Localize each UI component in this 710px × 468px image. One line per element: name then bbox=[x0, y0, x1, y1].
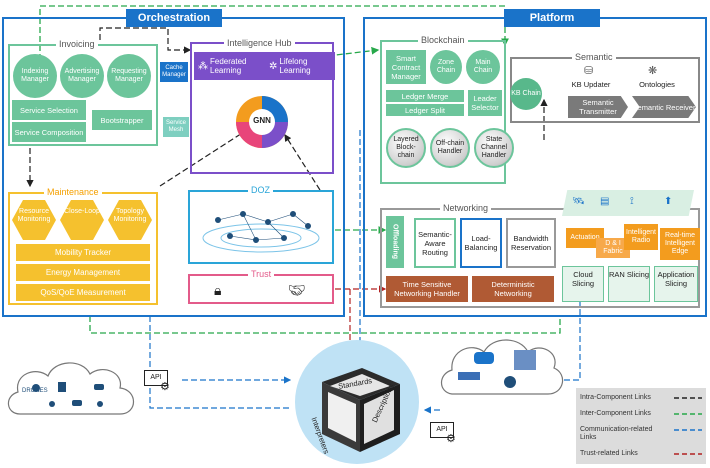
antenna-icon: ⟟ bbox=[630, 196, 634, 207]
dai-fabric[interactable]: D & I Fabric bbox=[596, 238, 630, 258]
legend-intra: Intra-Component Links bbox=[580, 394, 651, 401]
service-selection[interactable]: Service Selection bbox=[12, 100, 86, 120]
legend-communication: Communication-related Links bbox=[580, 426, 670, 442]
layered-blockchain[interactable]: Layered Block-chain bbox=[386, 128, 426, 168]
iot-cloud-left bbox=[7, 362, 135, 415]
gnn-wheel bbox=[236, 96, 288, 148]
maintenance-label: Maintenance bbox=[44, 187, 102, 198]
iot-cloud-right bbox=[440, 339, 564, 395]
application-slicing[interactable]: Application Slicing bbox=[654, 266, 698, 302]
realtime-intelligent-edge[interactable]: Real-time Intelligent Edge bbox=[660, 228, 700, 260]
orchestration-title: Orchestration bbox=[126, 9, 222, 27]
gear-icon-right: ⚙ bbox=[446, 433, 456, 445]
zone-chain[interactable]: Zone Chain bbox=[430, 50, 462, 84]
application-slicing-label: Application Slicing bbox=[657, 270, 695, 288]
infrastructure-strip bbox=[562, 190, 694, 216]
tsn-handler[interactable]: Time Sensitive Networking Handler bbox=[386, 276, 468, 302]
api-right-label: API bbox=[436, 426, 448, 433]
legend-inter-label: Inter-Component Links bbox=[580, 410, 651, 417]
close-loop[interactable]: Close-Loop bbox=[60, 200, 104, 240]
gear-icon-left: ⚙ bbox=[160, 381, 170, 393]
lock-icon: 🔒︎ bbox=[214, 282, 222, 298]
bootstrapper[interactable]: Bootstrapper bbox=[92, 110, 152, 130]
intelligent-radio[interactable]: Intelligent Radio bbox=[624, 224, 658, 250]
main-chain[interactable]: Main Chain bbox=[466, 50, 500, 84]
smart-contract-manager[interactable]: Smart Contract Manager bbox=[386, 50, 426, 84]
intra-link-invoicing-hub bbox=[99, 27, 192, 54]
load-balancing[interactable]: Load-Balancing bbox=[460, 218, 502, 268]
semantic-label: Semantic bbox=[572, 52, 616, 63]
legend bbox=[576, 388, 706, 464]
legend-communication-label: Communication-related Links bbox=[580, 426, 653, 441]
service-composition[interactable]: Service Composition bbox=[12, 122, 86, 142]
api-left-label: API bbox=[150, 374, 162, 381]
energy-management[interactable]: Energy Management bbox=[16, 264, 150, 281]
lifelong-learning-label: Lifelong Learning bbox=[279, 57, 311, 75]
ledger-split[interactable]: Ledger Split bbox=[386, 104, 464, 116]
offloading-label: Offloading bbox=[391, 224, 399, 259]
requesting-manager[interactable]: Requesting Manager bbox=[107, 54, 151, 98]
lifelong-learning[interactable]: ✲ Lifelong Learning bbox=[265, 52, 335, 80]
federated-learning-label: Federated Learning bbox=[210, 57, 247, 75]
legend-inter: Inter-Component Links bbox=[580, 410, 651, 417]
legend-swatches bbox=[674, 397, 702, 455]
offloading[interactable]: Offloading bbox=[386, 216, 404, 268]
bandwidth-reservation[interactable]: Bandwidth Reservation bbox=[506, 218, 556, 268]
kb-updater[interactable]: KB Updater bbox=[571, 80, 611, 89]
kb-chain-label: KB Chain bbox=[511, 90, 541, 97]
api-left[interactable]: API bbox=[144, 370, 168, 386]
blockchain-label: Blockchain bbox=[418, 35, 468, 46]
semantic-aware-routing[interactable]: Semantic-Aware Routing bbox=[414, 218, 456, 268]
cloud-slicing[interactable]: Cloud Slicing bbox=[562, 266, 604, 302]
state-channel-handler[interactable]: State Channel Handler bbox=[474, 128, 514, 168]
drones-label: DRONES bbox=[22, 388, 48, 394]
ran-slicing[interactable]: RAN Slicing bbox=[608, 266, 650, 302]
networking-label: Networking bbox=[440, 203, 492, 214]
indexing-manager[interactable]: Indexing Manager bbox=[13, 54, 57, 98]
server-icon: ▤ bbox=[600, 196, 610, 207]
cache-manager[interactable]: Cache Manager bbox=[160, 62, 188, 82]
handshake-icon: 🤝︎ bbox=[288, 282, 306, 298]
trust-label: Trust bbox=[248, 269, 275, 280]
legend-intra-label: Intra-Component Links bbox=[580, 394, 651, 401]
intra-link-doz-hub bbox=[284, 133, 321, 191]
brain-icon: ✲ bbox=[269, 60, 278, 72]
network-icon: ⁂ bbox=[198, 60, 208, 72]
cloud-slicing-label: Cloud Slicing bbox=[571, 270, 595, 288]
offchain-handler[interactable]: Off-chain Handler bbox=[430, 128, 470, 168]
legend-trust: Trust-related Links bbox=[580, 450, 638, 457]
ran-slicing-label: RAN Slicing bbox=[609, 270, 650, 279]
kb-chain[interactable]: KB Chain bbox=[510, 78, 542, 110]
ledger-merge[interactable]: Ledger Merge bbox=[386, 90, 464, 102]
rocket-icon: ⬆ bbox=[664, 196, 673, 207]
doz-label: DOZ bbox=[248, 185, 273, 196]
doz-network-icon bbox=[202, 211, 320, 253]
database-icon: ⛁ bbox=[584, 65, 594, 77]
deterministic-networking[interactable]: Deterministic Networking bbox=[472, 276, 554, 302]
ontologies[interactable]: Ontologies bbox=[639, 80, 675, 89]
advertising-manager[interactable]: Advertising Manager bbox=[60, 54, 104, 98]
semantic-receiver[interactable]: Semantic Receiver bbox=[632, 96, 696, 118]
resource-monitoring[interactable]: Resource Monitoring bbox=[12, 200, 56, 240]
legend-trust-label: Trust-related Links bbox=[580, 450, 638, 457]
comm-link-left-down bbox=[149, 316, 290, 409]
ontology-icon: ❋ bbox=[648, 65, 658, 77]
mobility-tracker[interactable]: Mobility Tracker bbox=[16, 244, 150, 261]
intelligence-hub-label: Intelligence Hub bbox=[224, 38, 295, 49]
inter-link-bottom bbox=[89, 316, 561, 334]
leader-selector[interactable]: Leader Selector bbox=[468, 90, 502, 116]
gnn-label: GNN bbox=[253, 116, 271, 125]
actuation[interactable]: Actuation bbox=[566, 228, 604, 248]
service-mesh[interactable]: Service Mesh bbox=[163, 117, 189, 137]
api-right[interactable]: API bbox=[430, 422, 454, 438]
federated-learning[interactable]: ⁂ Federated Learning bbox=[194, 52, 266, 80]
inter-link-top bbox=[39, 5, 509, 60]
satellite-icon: 🛰︎ bbox=[572, 196, 585, 207]
semantic-transmitter[interactable]: Semantic Transmitter bbox=[568, 96, 628, 118]
knowledge-cube bbox=[295, 340, 419, 464]
platform-title: Platform bbox=[504, 9, 600, 27]
invoicing-label: Invoicing bbox=[56, 39, 98, 50]
qos-measurement[interactable]: QoS/QoE Measurement bbox=[16, 284, 150, 301]
